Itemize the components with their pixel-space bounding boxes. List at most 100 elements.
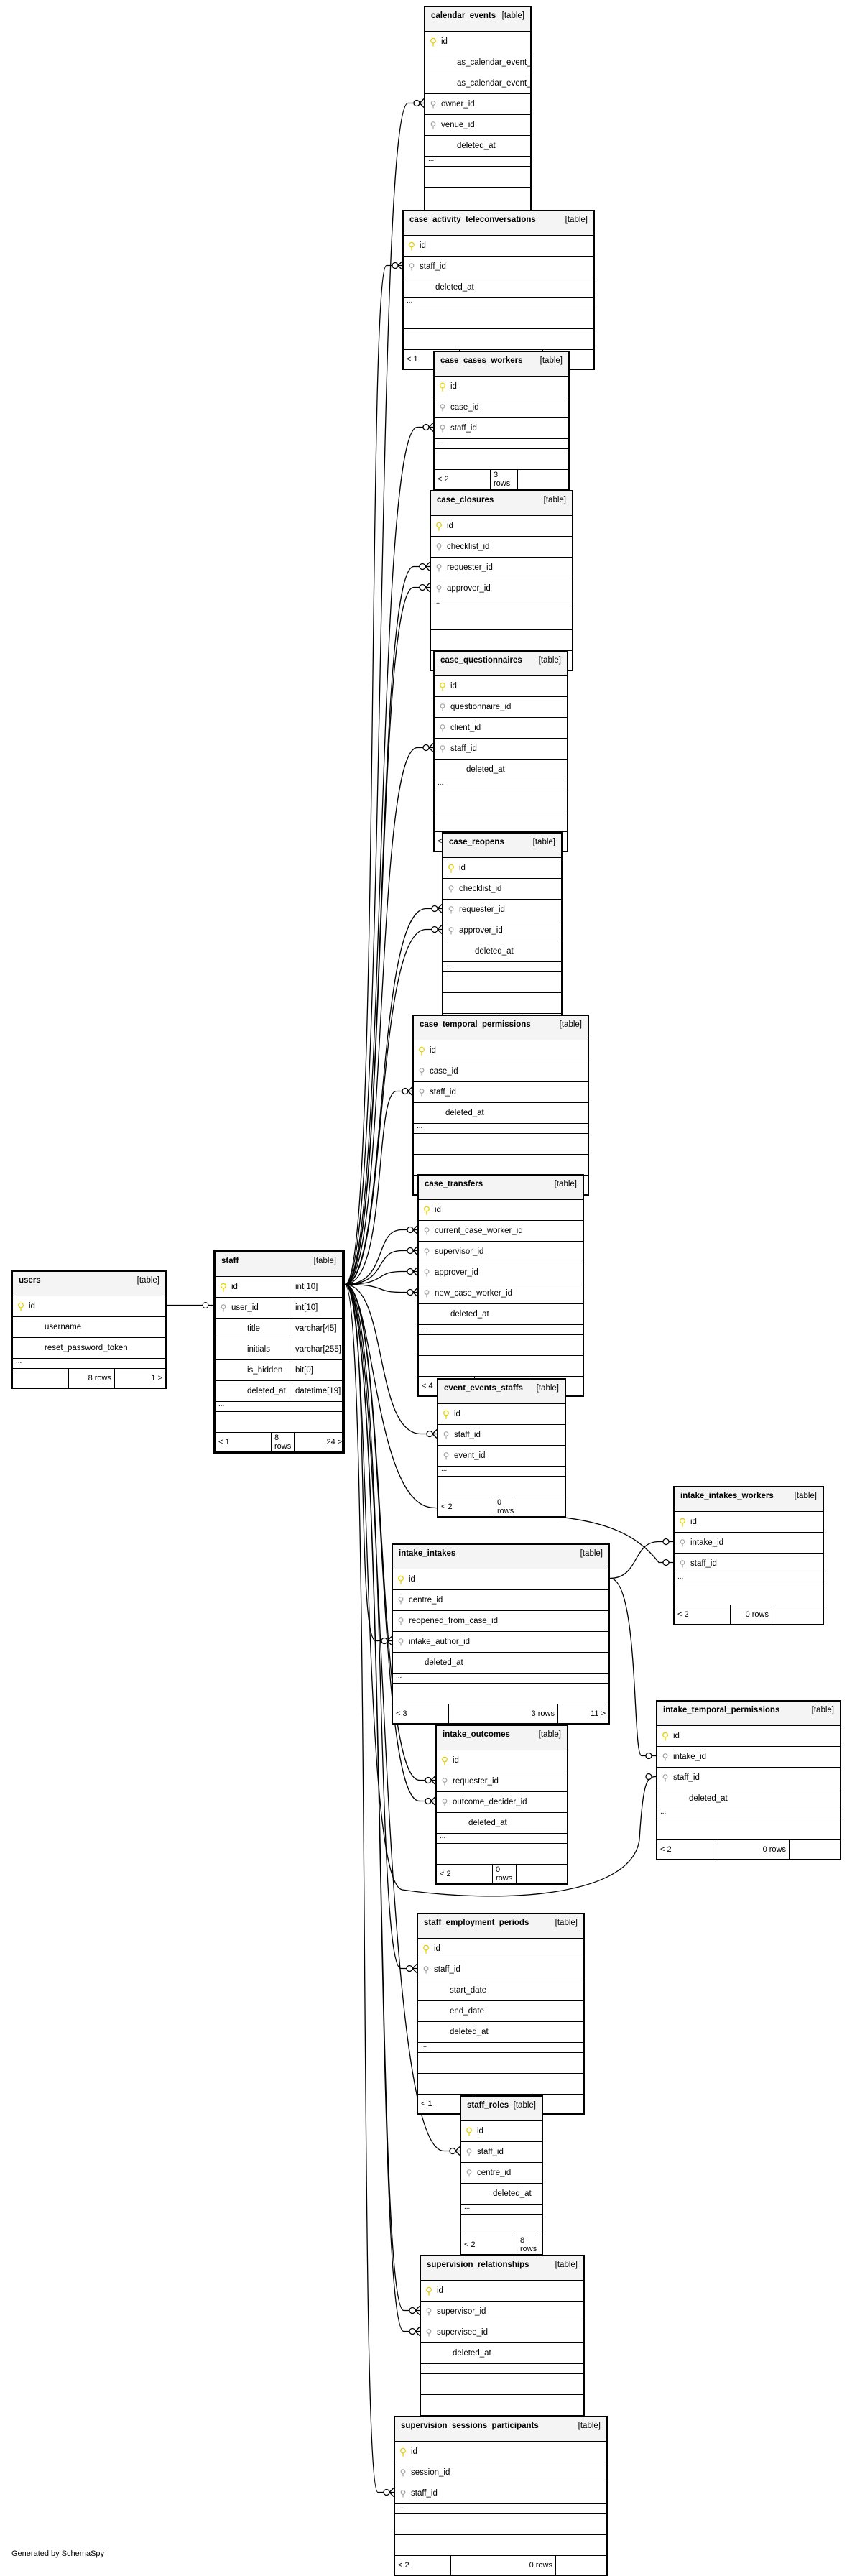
column-row[interactable]: ⚲requester_id bbox=[443, 900, 561, 920]
column-row[interactable]: ⚲owner_id bbox=[425, 94, 530, 115]
table-case-closures[interactable]: case_closures[table]⚲id⚲checklist_id⚲req… bbox=[430, 490, 573, 671]
table-name[interactable]: case_closures bbox=[437, 496, 494, 504]
column-row[interactable]: ⚲id bbox=[443, 858, 561, 879]
column-row[interactable]: deleted_at bbox=[414, 1103, 588, 1124]
column-row[interactable]: start_date bbox=[418, 1980, 583, 2001]
column-row[interactable]: deleted_at bbox=[437, 1813, 567, 1834]
table-header[interactable]: case_reopens[table] bbox=[443, 834, 561, 858]
column-row[interactable]: ⚲id bbox=[657, 1726, 840, 1747]
table-header[interactable]: intake_temporal_permissions[table] bbox=[657, 1702, 840, 1726]
table-name[interactable]: case_transfers bbox=[425, 1180, 483, 1188]
column-row[interactable]: deleted_at bbox=[435, 760, 567, 780]
column-row[interactable]: ⚲centre_id bbox=[393, 1590, 608, 1611]
table-name[interactable]: staff_employment_periods bbox=[424, 1919, 529, 1927]
column-row[interactable]: ⚲id bbox=[425, 32, 530, 52]
children-link[interactable]: 11 > bbox=[591, 1709, 606, 1718]
column-row[interactable]: ⚲id bbox=[461, 2121, 542, 2142]
table-name[interactable]: staff bbox=[221, 1257, 239, 1265]
column-row[interactable]: ⚲staff_id bbox=[404, 257, 593, 277]
column-row[interactable]: ⚲new_case_worker_id bbox=[419, 1283, 583, 1304]
column-row[interactable]: ⚲id bbox=[437, 1750, 567, 1771]
column-row[interactable]: ⚲client_id bbox=[435, 718, 567, 739]
column-row[interactable]: deleted_at bbox=[421, 2343, 583, 2364]
column-row[interactable]: deleted_at bbox=[443, 941, 561, 962]
column-row[interactable]: ⚲staff_id bbox=[435, 739, 567, 760]
table-name[interactable]: event_events_staffs bbox=[444, 1384, 523, 1393]
table-header[interactable]: case_questionnaires[table] bbox=[435, 652, 567, 676]
column-row[interactable]: ⚲session_id bbox=[395, 2462, 606, 2483]
column-row[interactable]: ⚲checklist_id bbox=[443, 879, 561, 900]
children-link[interactable] bbox=[518, 470, 568, 489]
table-header[interactable]: case_activity_teleconversations[table] bbox=[404, 211, 593, 236]
column-row[interactable]: ⚲id bbox=[414, 1040, 588, 1061]
column-row[interactable]: ⚲requester_id bbox=[431, 558, 572, 578]
column-row[interactable]: ⚲id bbox=[438, 1404, 565, 1425]
column-row[interactable]: ⚲intake_id bbox=[657, 1747, 840, 1768]
column-row[interactable]: ⚲approver_id bbox=[431, 578, 572, 599]
column-row[interactable]: deleted_at bbox=[419, 1304, 583, 1325]
column-row[interactable]: ⚲case_id bbox=[414, 1061, 588, 1082]
children-link[interactable] bbox=[517, 1497, 568, 1516]
table-name[interactable]: case_cases_workers bbox=[440, 356, 523, 365]
column-row[interactable]: deleted_at bbox=[657, 1788, 840, 1809]
table-header[interactable]: supervision_sessions_participants[table] bbox=[395, 2417, 606, 2442]
column-row[interactable]: ⚲staff_id bbox=[414, 1082, 588, 1103]
table-header[interactable]: staff[table] bbox=[216, 1252, 342, 1277]
column-row[interactable]: ⚲id bbox=[435, 676, 567, 697]
table-case-questionnaires[interactable]: case_questionnaires[table]⚲id⚲questionna… bbox=[433, 650, 568, 852]
column-row[interactable]: ⚲id bbox=[395, 2442, 606, 2462]
table-intake-outcomes[interactable]: intake_outcomes[table]⚲id⚲requester_id⚲o… bbox=[435, 1725, 568, 1885]
column-row[interactable]: ⚲current_case_worker_id bbox=[419, 1221, 583, 1242]
table-header[interactable]: users[table] bbox=[13, 1272, 165, 1296]
table-name[interactable]: case_temporal_permissions bbox=[420, 1020, 531, 1029]
table-header[interactable]: calendar_events[table] bbox=[425, 7, 530, 32]
table-header[interactable]: staff_roles[table] bbox=[461, 2097, 542, 2121]
column-row[interactable]: ⚲staff_id bbox=[395, 2483, 606, 2504]
column-row[interactable]: ⚲intake_id bbox=[675, 1533, 823, 1554]
column-row[interactable]: ⚲requester_id bbox=[437, 1771, 567, 1792]
column-row[interactable]: ⚲event_id bbox=[438, 1446, 565, 1467]
column-row[interactable]: ⚲id bbox=[393, 1569, 608, 1590]
column-row[interactable]: as_calendar_event_type bbox=[425, 73, 530, 94]
column-row[interactable]: ⚲outcome_decider_id bbox=[437, 1792, 567, 1813]
table-header[interactable]: case_cases_workers[table] bbox=[435, 352, 568, 377]
table-supervision-sessions-participants[interactable]: supervision_sessions_participants[table]… bbox=[394, 2416, 608, 2576]
parents-link[interactable]: < 2 bbox=[461, 2235, 517, 2254]
table-calendar-events[interactable]: calendar_events[table]⚲id as_calendar_eve… bbox=[424, 6, 552, 249]
children-link[interactable]: 1 > bbox=[151, 1374, 162, 1382]
table-intake-intakes-workers[interactable]: intake_intakes_workers[table]⚲id⚲intake_… bbox=[673, 1486, 824, 1625]
table-name[interactable]: case_questionnaires bbox=[440, 656, 522, 665]
column-row[interactable]: ⚲staff_id bbox=[461, 2142, 542, 2163]
table-header[interactable]: supervision_relationships[table] bbox=[421, 2256, 583, 2281]
table-header[interactable]: case_closures[table] bbox=[431, 491, 572, 516]
column-row[interactable]: ⚲id bbox=[421, 2281, 583, 2302]
table-case-transfers[interactable]: case_transfers[table]⚲id⚲current_case_wo… bbox=[417, 1174, 584, 1397]
children-link[interactable] bbox=[540, 2235, 591, 2254]
column-row[interactable]: ⚲questionnaire_id bbox=[435, 697, 567, 718]
table-name[interactable]: case_activity_teleconversations bbox=[409, 216, 536, 224]
column-row[interactable]: ⚲id bbox=[431, 516, 572, 537]
column-row[interactable]: username bbox=[13, 1317, 165, 1338]
table-name[interactable]: staff_roles bbox=[467, 2101, 509, 2110]
column-row[interactable]: end_date bbox=[418, 2001, 583, 2022]
table-name[interactable]: intake_outcomes bbox=[443, 1730, 510, 1739]
children-link[interactable] bbox=[772, 1605, 823, 1624]
parents-link[interactable]: < 2 bbox=[657, 1840, 713, 1859]
parents-link[interactable]: < 1 bbox=[216, 1433, 272, 1451]
table-case-temporal-permissions[interactable]: case_temporal_permissions[table]⚲id⚲case… bbox=[412, 1015, 589, 1196]
column-row[interactable]: ⚲staff_id bbox=[675, 1554, 823, 1574]
parents-link[interactable] bbox=[13, 1369, 69, 1388]
column-row[interactable]: ⚲id bbox=[675, 1512, 823, 1533]
table-header[interactable]: intake_intakes_workers[table] bbox=[675, 1487, 823, 1512]
children-link[interactable]: 24 > bbox=[326, 1438, 343, 1446]
column-row[interactable]: deleted_at bbox=[418, 2022, 583, 2043]
column-row[interactable]: ⚲id bbox=[419, 1200, 583, 1221]
column-row[interactable]: ⚲venue_id bbox=[425, 115, 530, 136]
table-header[interactable]: case_temporal_permissions[table] bbox=[414, 1016, 588, 1040]
parents-link[interactable]: < 2 bbox=[675, 1605, 731, 1624]
